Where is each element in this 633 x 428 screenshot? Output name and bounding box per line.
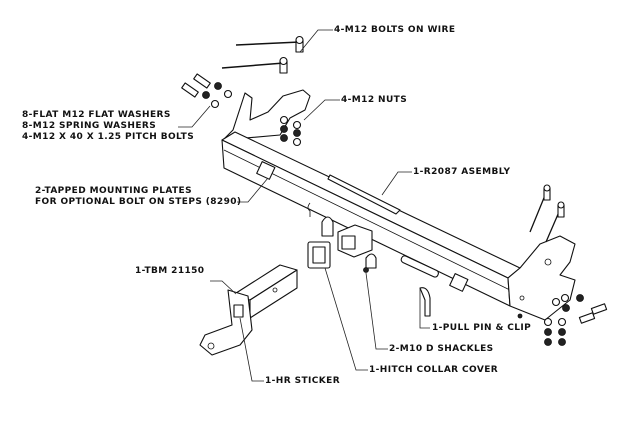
receiver-part xyxy=(337,224,373,258)
right-bolts-on-wire-part xyxy=(529,184,565,243)
tbm-21150-part xyxy=(199,264,298,356)
top-nuts-part xyxy=(279,115,302,147)
callout-collar-cover: 1-HITCH COLLAR COVER xyxy=(369,365,499,375)
callout-flat-washers: 8-FLAT M12 FLAT WASHERS xyxy=(22,110,171,120)
callout-tongue: 1-TBM 21150 xyxy=(135,266,205,276)
callout-nuts: 4-M12 NUTS xyxy=(341,95,408,105)
bolts-on-wire-part xyxy=(221,35,304,74)
callout-pitch-bolts: 4-M12 X 40 X 1.25 PITCH BOLTS xyxy=(22,132,195,142)
left-bolts-washers-part xyxy=(181,73,233,109)
pull-pin-part xyxy=(400,255,439,317)
callout-bolts-on-wire: 4-M12 BOLTS ON WIRE xyxy=(334,25,456,35)
callout-mounting-plates-line1: 2-TAPPED MOUNTING PLATES xyxy=(35,186,192,196)
callout-pull-pin: 1-PULL PIN & CLIP xyxy=(432,323,532,333)
callout-assembly: 1-R2087 ASEMBLY xyxy=(413,167,511,177)
leader-lines xyxy=(178,29,430,382)
callout-hr-sticker: 1-HR STICKER xyxy=(265,376,341,386)
callout-shackles: 2-M10 D SHACKLES xyxy=(389,344,494,354)
r2087-crossbar-part xyxy=(221,89,576,321)
callout-spring-washers: 8-M12 SPRING WASHERS xyxy=(22,121,157,131)
d-shackles-part xyxy=(307,202,377,273)
callout-mounting-plates-line2: FOR OPTIONAL BOLT ON STEPS (8290) xyxy=(35,197,242,207)
hitch-collar-cover-part xyxy=(307,241,331,269)
right-bolts-washers-part xyxy=(543,293,608,346)
